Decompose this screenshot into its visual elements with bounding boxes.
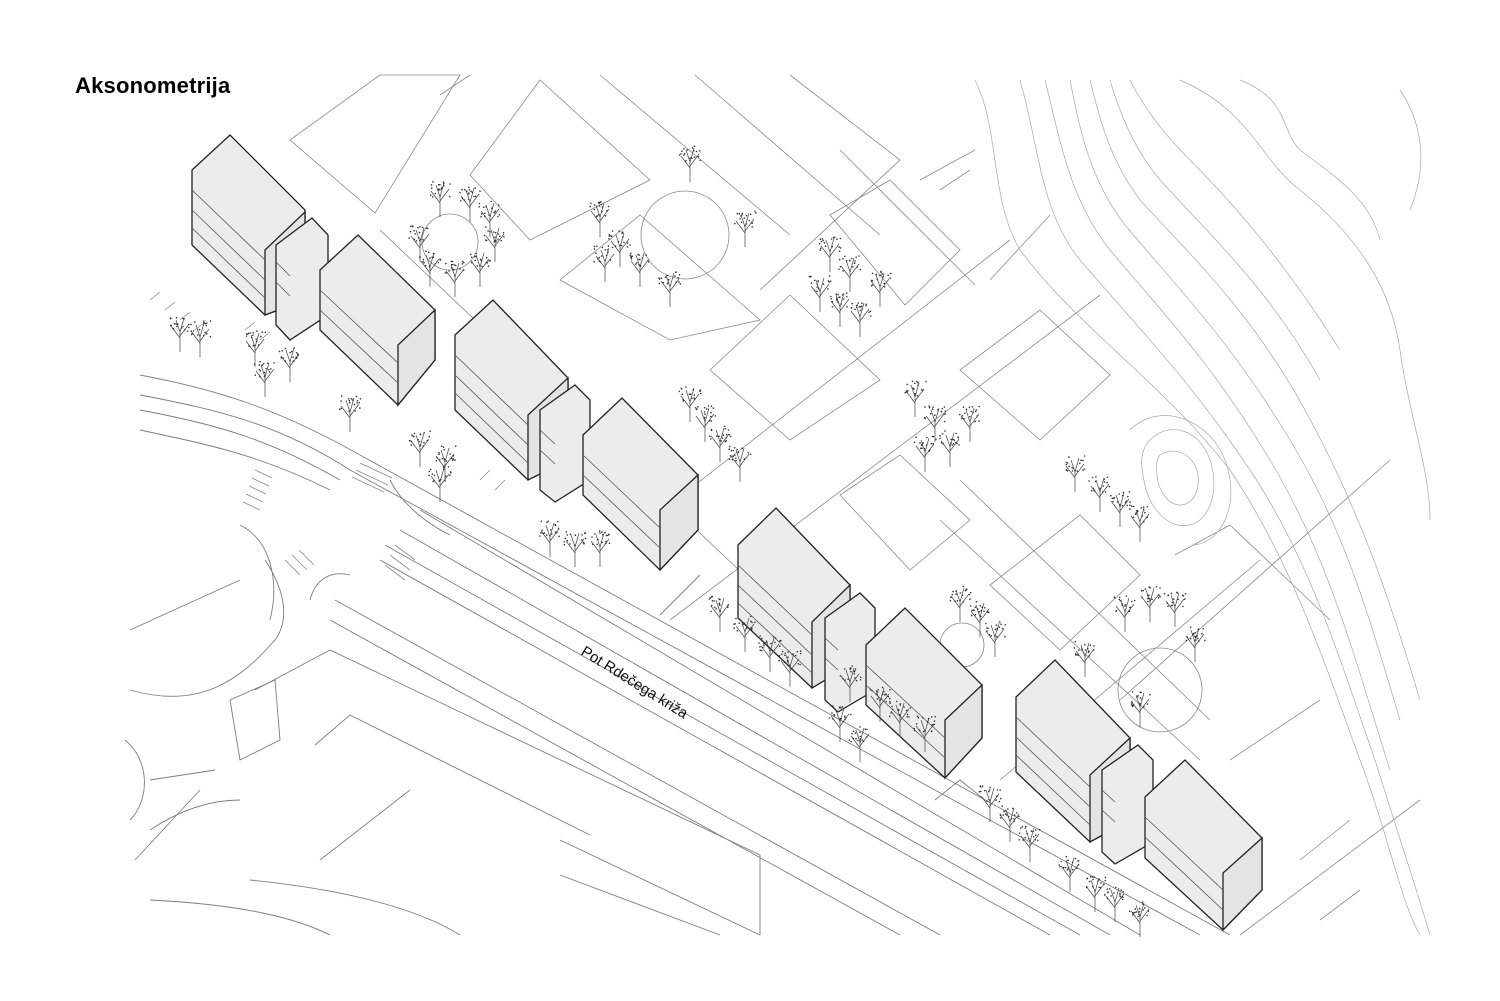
drawing-title: Aksonometrija <box>75 73 231 98</box>
tree-icon <box>1130 691 1151 727</box>
tree-icon <box>408 225 430 262</box>
tree-icon <box>959 405 980 442</box>
tree-clusters <box>169 145 1206 937</box>
tree-icon <box>408 430 432 467</box>
building-group-2 <box>454 299 699 572</box>
terrain-contours <box>974 79 1431 936</box>
tree-icon <box>848 726 870 762</box>
tree-icon <box>169 316 190 352</box>
tree-icon <box>708 595 730 632</box>
tree-icon <box>808 275 832 312</box>
tree-icon <box>923 405 947 442</box>
tree-icon <box>593 245 615 282</box>
tree-icon <box>1018 825 1041 862</box>
tree-icon <box>939 430 960 467</box>
tree-icon <box>338 395 362 432</box>
tree-icon <box>734 210 757 247</box>
tree-icon <box>538 520 560 557</box>
tree-icon <box>913 715 936 752</box>
tree-icon <box>733 615 756 652</box>
tree-icon <box>678 145 702 182</box>
tree-icon <box>1065 455 1086 492</box>
tree-icon <box>245 330 267 367</box>
tree-icon <box>1085 875 1107 912</box>
tree-icon <box>839 665 862 702</box>
tree-icon <box>1185 626 1206 662</box>
tree-icon <box>904 380 927 417</box>
tree-icon <box>608 230 631 267</box>
building-group-1 <box>191 134 436 407</box>
tree-icon <box>978 785 1002 822</box>
tree-icon <box>758 635 782 672</box>
tree-icon <box>483 226 505 262</box>
tree-icon <box>563 531 587 567</box>
tree-icon <box>1129 505 1150 542</box>
building-group-4 <box>1015 659 1263 932</box>
tree-icon <box>444 260 465 297</box>
site-linework <box>289 74 1421 936</box>
tree-icon <box>435 445 457 482</box>
tree-icon <box>428 465 452 502</box>
tree-icon <box>470 252 492 287</box>
tree-icon <box>1140 586 1161 622</box>
tree-icon <box>658 271 682 307</box>
tree-icon <box>429 181 451 217</box>
street-label: Pot Rdečega križa <box>578 643 692 723</box>
tree-icon <box>1073 640 1095 677</box>
tree-icon <box>419 250 442 287</box>
tree-icon <box>828 705 852 742</box>
tree-icon <box>850 302 872 337</box>
tree-icon <box>949 585 972 622</box>
tree-icon <box>459 186 481 222</box>
tree-icon <box>278 347 300 382</box>
tree-icon <box>678 386 702 422</box>
tree-icon <box>478 200 501 237</box>
tree-icon <box>709 425 732 462</box>
building-group-3 <box>737 507 983 780</box>
tree-icon <box>889 700 912 737</box>
tree-icon <box>818 236 842 272</box>
tree-icon <box>253 360 275 397</box>
tree-icon <box>913 435 937 472</box>
tree-icon <box>869 686 891 722</box>
tree-icon <box>1128 901 1150 937</box>
tree-icon <box>1110 491 1131 527</box>
tree-icon <box>1104 886 1125 922</box>
tree-icon <box>985 621 1006 657</box>
tree-icon <box>1163 591 1187 627</box>
tree-icon <box>830 292 850 327</box>
tree-icon <box>728 445 752 482</box>
tree-icon <box>838 255 862 292</box>
tree-icon <box>589 201 610 237</box>
tree-icon <box>778 650 802 687</box>
tree-icon <box>590 530 611 567</box>
tree-icon <box>694 405 717 442</box>
tree-icon <box>1113 595 1136 632</box>
tree-icon <box>1088 476 1111 512</box>
tree-icon <box>870 270 892 307</box>
tree-icon <box>629 252 650 287</box>
tree-icon <box>190 320 212 357</box>
road-network <box>124 291 1231 936</box>
tree-icon <box>999 805 1020 842</box>
tree-icon <box>969 600 990 637</box>
tree-icon <box>1058 855 1080 892</box>
